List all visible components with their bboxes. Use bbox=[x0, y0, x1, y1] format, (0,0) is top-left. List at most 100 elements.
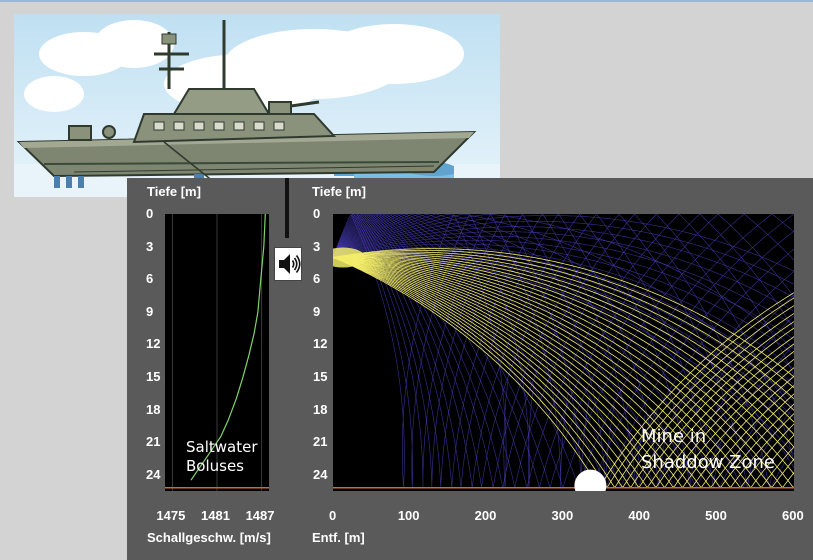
ray-group bbox=[333, 214, 794, 489]
ray-path bbox=[333, 257, 794, 488]
ray-path bbox=[333, 257, 794, 488]
ray-path-blue bbox=[333, 249, 794, 386]
ray-path-blue bbox=[333, 215, 794, 272]
speaker-icon bbox=[279, 254, 301, 274]
ray-path bbox=[333, 257, 794, 488]
ray-path bbox=[333, 256, 794, 475]
sound-speed-svg bbox=[165, 214, 269, 491]
ray-path-blue bbox=[333, 214, 794, 409]
ray-path bbox=[333, 255, 794, 435]
sound-speed-plot bbox=[165, 214, 269, 491]
ray-path-blue bbox=[333, 214, 569, 488]
ray-path bbox=[333, 257, 794, 489]
ray-path-blue bbox=[333, 214, 794, 488]
ray-path-blue bbox=[333, 221, 794, 285]
ray-path-blue bbox=[333, 256, 794, 455]
right-x-tick: 300 bbox=[551, 508, 574, 523]
ray-path-blue bbox=[333, 214, 794, 488]
ray-path-blue bbox=[333, 226, 794, 299]
ray-path bbox=[333, 257, 794, 489]
ray-trace-plot bbox=[333, 214, 794, 491]
ray-path bbox=[333, 257, 794, 489]
ray-path-blue bbox=[333, 239, 794, 340]
right-y-tick: 21 bbox=[313, 434, 328, 450]
right-y-tick: 12 bbox=[313, 336, 328, 352]
right-x-axis-label: Entf. [m] bbox=[312, 530, 365, 545]
ray-path bbox=[333, 257, 794, 489]
ray-path bbox=[333, 257, 794, 489]
right-x-tick: 200 bbox=[474, 508, 497, 523]
right-x-tick: 100 bbox=[397, 508, 420, 523]
ray-path-blue bbox=[333, 214, 794, 488]
left-y-tick: 21 bbox=[146, 434, 161, 450]
ray-path bbox=[333, 257, 794, 488]
ray-path-blue bbox=[333, 214, 794, 488]
right-y-tick: 6 bbox=[313, 271, 321, 287]
left-y-tick: 6 bbox=[146, 271, 154, 287]
ray-path bbox=[333, 257, 794, 488]
ray-path-blue bbox=[333, 214, 794, 469]
ray-path-blue bbox=[333, 214, 794, 350]
left-y-tick: 12 bbox=[146, 336, 161, 352]
ray-path-blue bbox=[333, 214, 794, 489]
left-y-axis-label: Tiefe [m] bbox=[147, 184, 201, 199]
ray-path bbox=[333, 253, 794, 411]
ray-path bbox=[333, 248, 794, 378]
right-x-tick: 400 bbox=[628, 508, 651, 523]
mine-marker bbox=[574, 469, 607, 491]
left-annotation: Saltwater Boluses bbox=[186, 438, 258, 476]
ray-path bbox=[333, 257, 794, 488]
right-annotation-line-1: Mine in bbox=[641, 426, 707, 447]
window-top-border bbox=[0, 0, 813, 2]
sound-speed-line bbox=[190, 214, 266, 481]
ray-path bbox=[333, 256, 794, 489]
ray-path bbox=[333, 256, 794, 448]
left-x-tick: 1481 bbox=[201, 508, 230, 523]
ray-path-blue bbox=[333, 243, 794, 355]
left-y-tick: 9 bbox=[146, 303, 154, 319]
ray-path bbox=[333, 256, 794, 461]
ray-path bbox=[333, 257, 794, 489]
right-y-tick: 24 bbox=[313, 466, 328, 482]
ray-path-blue bbox=[333, 231, 794, 312]
left-y-tick: 24 bbox=[146, 466, 161, 482]
ray-path bbox=[333, 257, 794, 489]
left-x-axis-label: Schallgeschw. [m/s] bbox=[147, 530, 271, 545]
ray-path bbox=[333, 254, 794, 423]
right-x-tick: 600 bbox=[782, 508, 804, 523]
left-y-tick: 0 bbox=[146, 206, 154, 221]
sound-button[interactable] bbox=[274, 247, 302, 281]
ray-path bbox=[333, 257, 794, 488]
ray-trace-svg bbox=[333, 214, 794, 491]
right-y-tick: 15 bbox=[313, 368, 328, 384]
ray-path bbox=[333, 257, 794, 488]
left-annotation-line-2: Boluses bbox=[186, 457, 245, 475]
ray-path-blue bbox=[333, 253, 794, 419]
ray-path bbox=[333, 257, 794, 488]
left-y-tick: 15 bbox=[146, 368, 161, 384]
right-x-tick: 500 bbox=[705, 508, 727, 523]
ray-path-blue bbox=[333, 214, 590, 488]
ray-path bbox=[333, 257, 794, 489]
right-annotation-line-2: Shaddow Zone bbox=[641, 452, 775, 473]
left-y-tick: 3 bbox=[146, 238, 154, 254]
right-y-tick: 3 bbox=[313, 238, 321, 254]
left-x-tick: 1475 bbox=[156, 508, 186, 523]
ray-path-blue bbox=[333, 214, 794, 489]
right-y-tick: 18 bbox=[313, 401, 328, 417]
right-annotation: Mine in Shaddow Zone bbox=[641, 424, 775, 476]
right-y-tick: 0 bbox=[313, 206, 321, 221]
ray-path-blue bbox=[333, 246, 794, 370]
left-x-tick: 1487 bbox=[245, 508, 275, 523]
sound-source bbox=[333, 247, 365, 268]
cable-line bbox=[285, 178, 289, 238]
right-y-tick: 9 bbox=[313, 303, 321, 319]
left-y-tick: 18 bbox=[146, 401, 161, 417]
ray-path bbox=[333, 257, 794, 489]
left-annotation-line-1: Saltwater bbox=[186, 438, 258, 456]
ray-path-blue bbox=[333, 214, 794, 489]
right-x-tick: 0 bbox=[329, 508, 337, 523]
ray-path bbox=[333, 257, 794, 488]
ray-path-blue bbox=[333, 214, 794, 488]
right-y-axis-label: Tiefe [m] bbox=[312, 184, 366, 199]
